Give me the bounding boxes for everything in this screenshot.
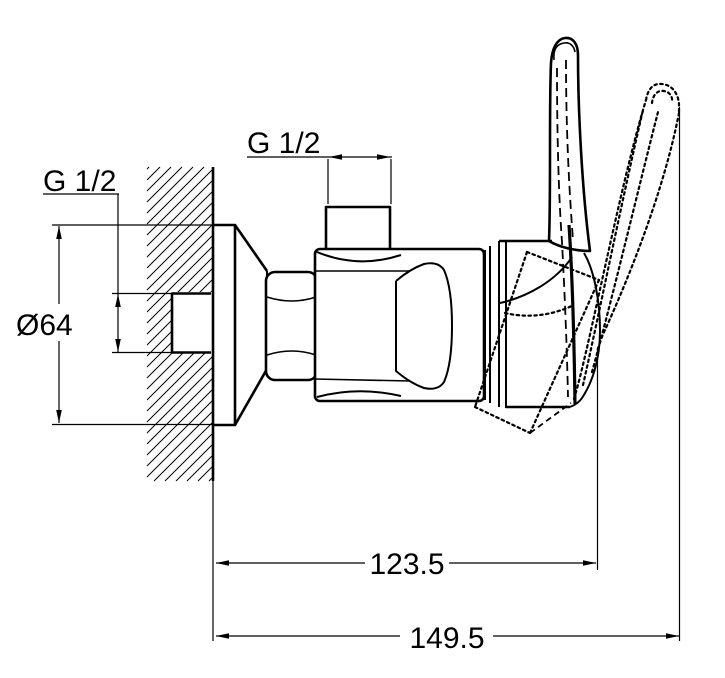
escutcheon-fill — [213, 225, 267, 425]
valve-body — [313, 246, 491, 403]
dimension-top-thread: G 1/2 — [247, 127, 392, 204]
dim-label-body-depth: 123.5 — [369, 548, 444, 581]
dim-label-top-thread: G 1/2 — [247, 127, 320, 160]
dimension-overall-depth: 149.5 — [216, 107, 681, 655]
dimension-body-depth: 123.5 — [212, 349, 599, 641]
supply-pipe-stub — [170, 292, 213, 354]
dim-label-wall-thread: G 1/2 — [43, 165, 116, 198]
dimensions: G 1/2 G 1/2 Ø64 — [16, 107, 681, 655]
lever-handle — [547, 36, 592, 405]
handle-base — [498, 239, 601, 409]
cartridge-cap-fill — [396, 263, 452, 389]
union-nut — [264, 270, 319, 382]
dimension-wall-thread: G 1/2 — [43, 165, 172, 354]
cartridge-cap — [395, 262, 453, 390]
lever-handle-rotated-dotted — [473, 82, 681, 435]
dim-label-overall-depth: 149.5 — [409, 622, 484, 655]
dim-label-escutcheon-diameter: Ø64 — [16, 309, 73, 342]
lever-front-edge — [567, 224, 577, 405]
dimension-escutcheon-diameter: Ø64 — [16, 224, 213, 426]
outlet-pipe — [324, 205, 392, 249]
